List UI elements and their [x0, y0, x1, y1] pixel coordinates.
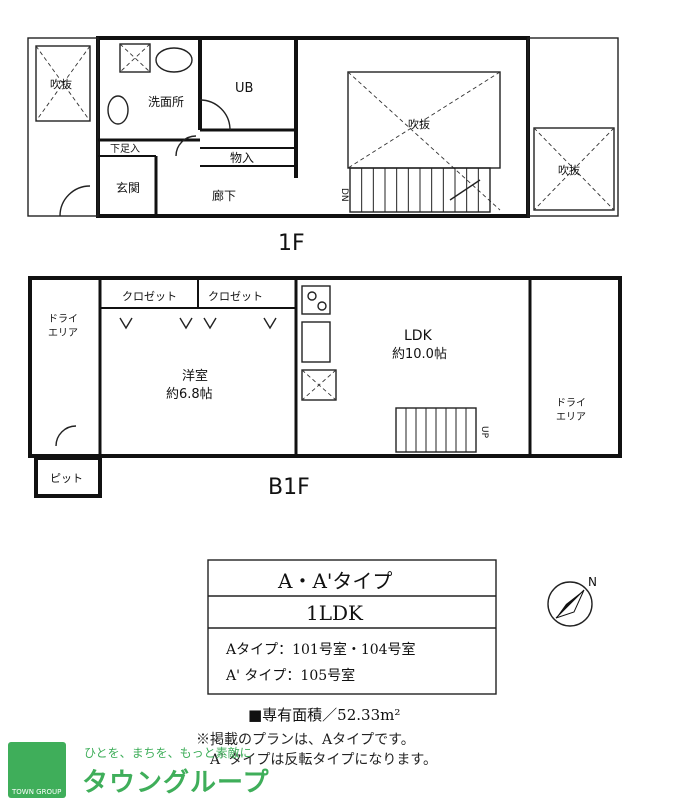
label-entrance: 玄関 — [116, 180, 140, 195]
toilet-icon — [107, 95, 129, 125]
label-void-left: 吹抜 — [50, 77, 72, 91]
label-dry-area-left-1: ドライ — [48, 313, 78, 325]
compass-icon — [547, 581, 593, 627]
notes: ※掲載のプランは、Aタイプです。 A' タイプは反転タイプになります。 — [196, 730, 556, 770]
label-dry-area-right-1: ドライ — [556, 397, 586, 409]
brand-name: タウングループ — [82, 768, 270, 798]
note-1: ※掲載のプランは、Aタイプです。 — [196, 732, 415, 748]
b1f-outer-wall — [28, 276, 622, 458]
label-shoe-storage: 下足入 — [110, 143, 140, 155]
b1f-stairs — [395, 407, 477, 453]
label-hallway: 廊下 — [212, 188, 236, 203]
kitchen-sink — [301, 321, 331, 363]
type-title: A・A'タイプ — [277, 569, 392, 593]
layout-type: 1LDK — [306, 601, 364, 625]
label-dry-area-right-2: エリア — [556, 412, 586, 423]
label-western-room: 洋室 — [182, 368, 208, 384]
logo-text: TOWN GROUP — [12, 788, 62, 796]
label-ub: UB — [235, 81, 253, 96]
a-prime-type-rooms: A' タイプ：105号室 — [225, 667, 355, 684]
compass-north-label: N — [588, 575, 597, 589]
1f-void-right — [527, 37, 619, 217]
label-void-center: 吹抜 — [408, 117, 430, 131]
label-ldk-size: 約10.0帖 — [392, 347, 447, 362]
pit-box — [34, 456, 102, 498]
note-2: A' タイプは反転タイプになります。 — [210, 752, 438, 768]
stove-icon — [301, 285, 331, 315]
label-void-right: 吹抜 — [558, 163, 580, 177]
town-group-logo-icon: TOWN GROUP — [8, 742, 66, 798]
fridge-space — [301, 369, 337, 401]
label-closet-1: クロゼット — [122, 290, 177, 303]
label-western-room-size: 約6.8帖 — [166, 387, 213, 402]
label-ldk: LDK — [404, 328, 433, 344]
label-dn: DN — [339, 188, 349, 202]
floor-area: ■専有面積／52.33m² — [248, 706, 400, 724]
label-up: UP — [479, 426, 489, 439]
label-dry-area-left-2: エリア — [48, 328, 78, 339]
floor-label-b1f: B1F — [268, 475, 310, 500]
floor-b1f — [28, 276, 622, 498]
label-storage: 物入 — [230, 151, 254, 165]
label-pit: ピット — [50, 472, 83, 485]
a-type-rooms: Aタイプ：101号室・104号室 — [225, 641, 416, 658]
brand-tagline: ひとを、まちを、もっと素敵に — [84, 746, 252, 760]
floor-label-1f: 1F — [278, 231, 305, 256]
washing-machine-pan — [119, 43, 151, 73]
type-info-box — [207, 559, 497, 695]
label-washroom: 洗面所 — [148, 95, 184, 109]
sink-icon — [155, 47, 193, 73]
1f-stairs — [349, 167, 491, 213]
floor-1f — [27, 36, 619, 218]
1f-void-left — [27, 37, 99, 217]
label-closet-2: クロゼット — [208, 290, 263, 303]
1f-outer-wall — [96, 36, 530, 218]
